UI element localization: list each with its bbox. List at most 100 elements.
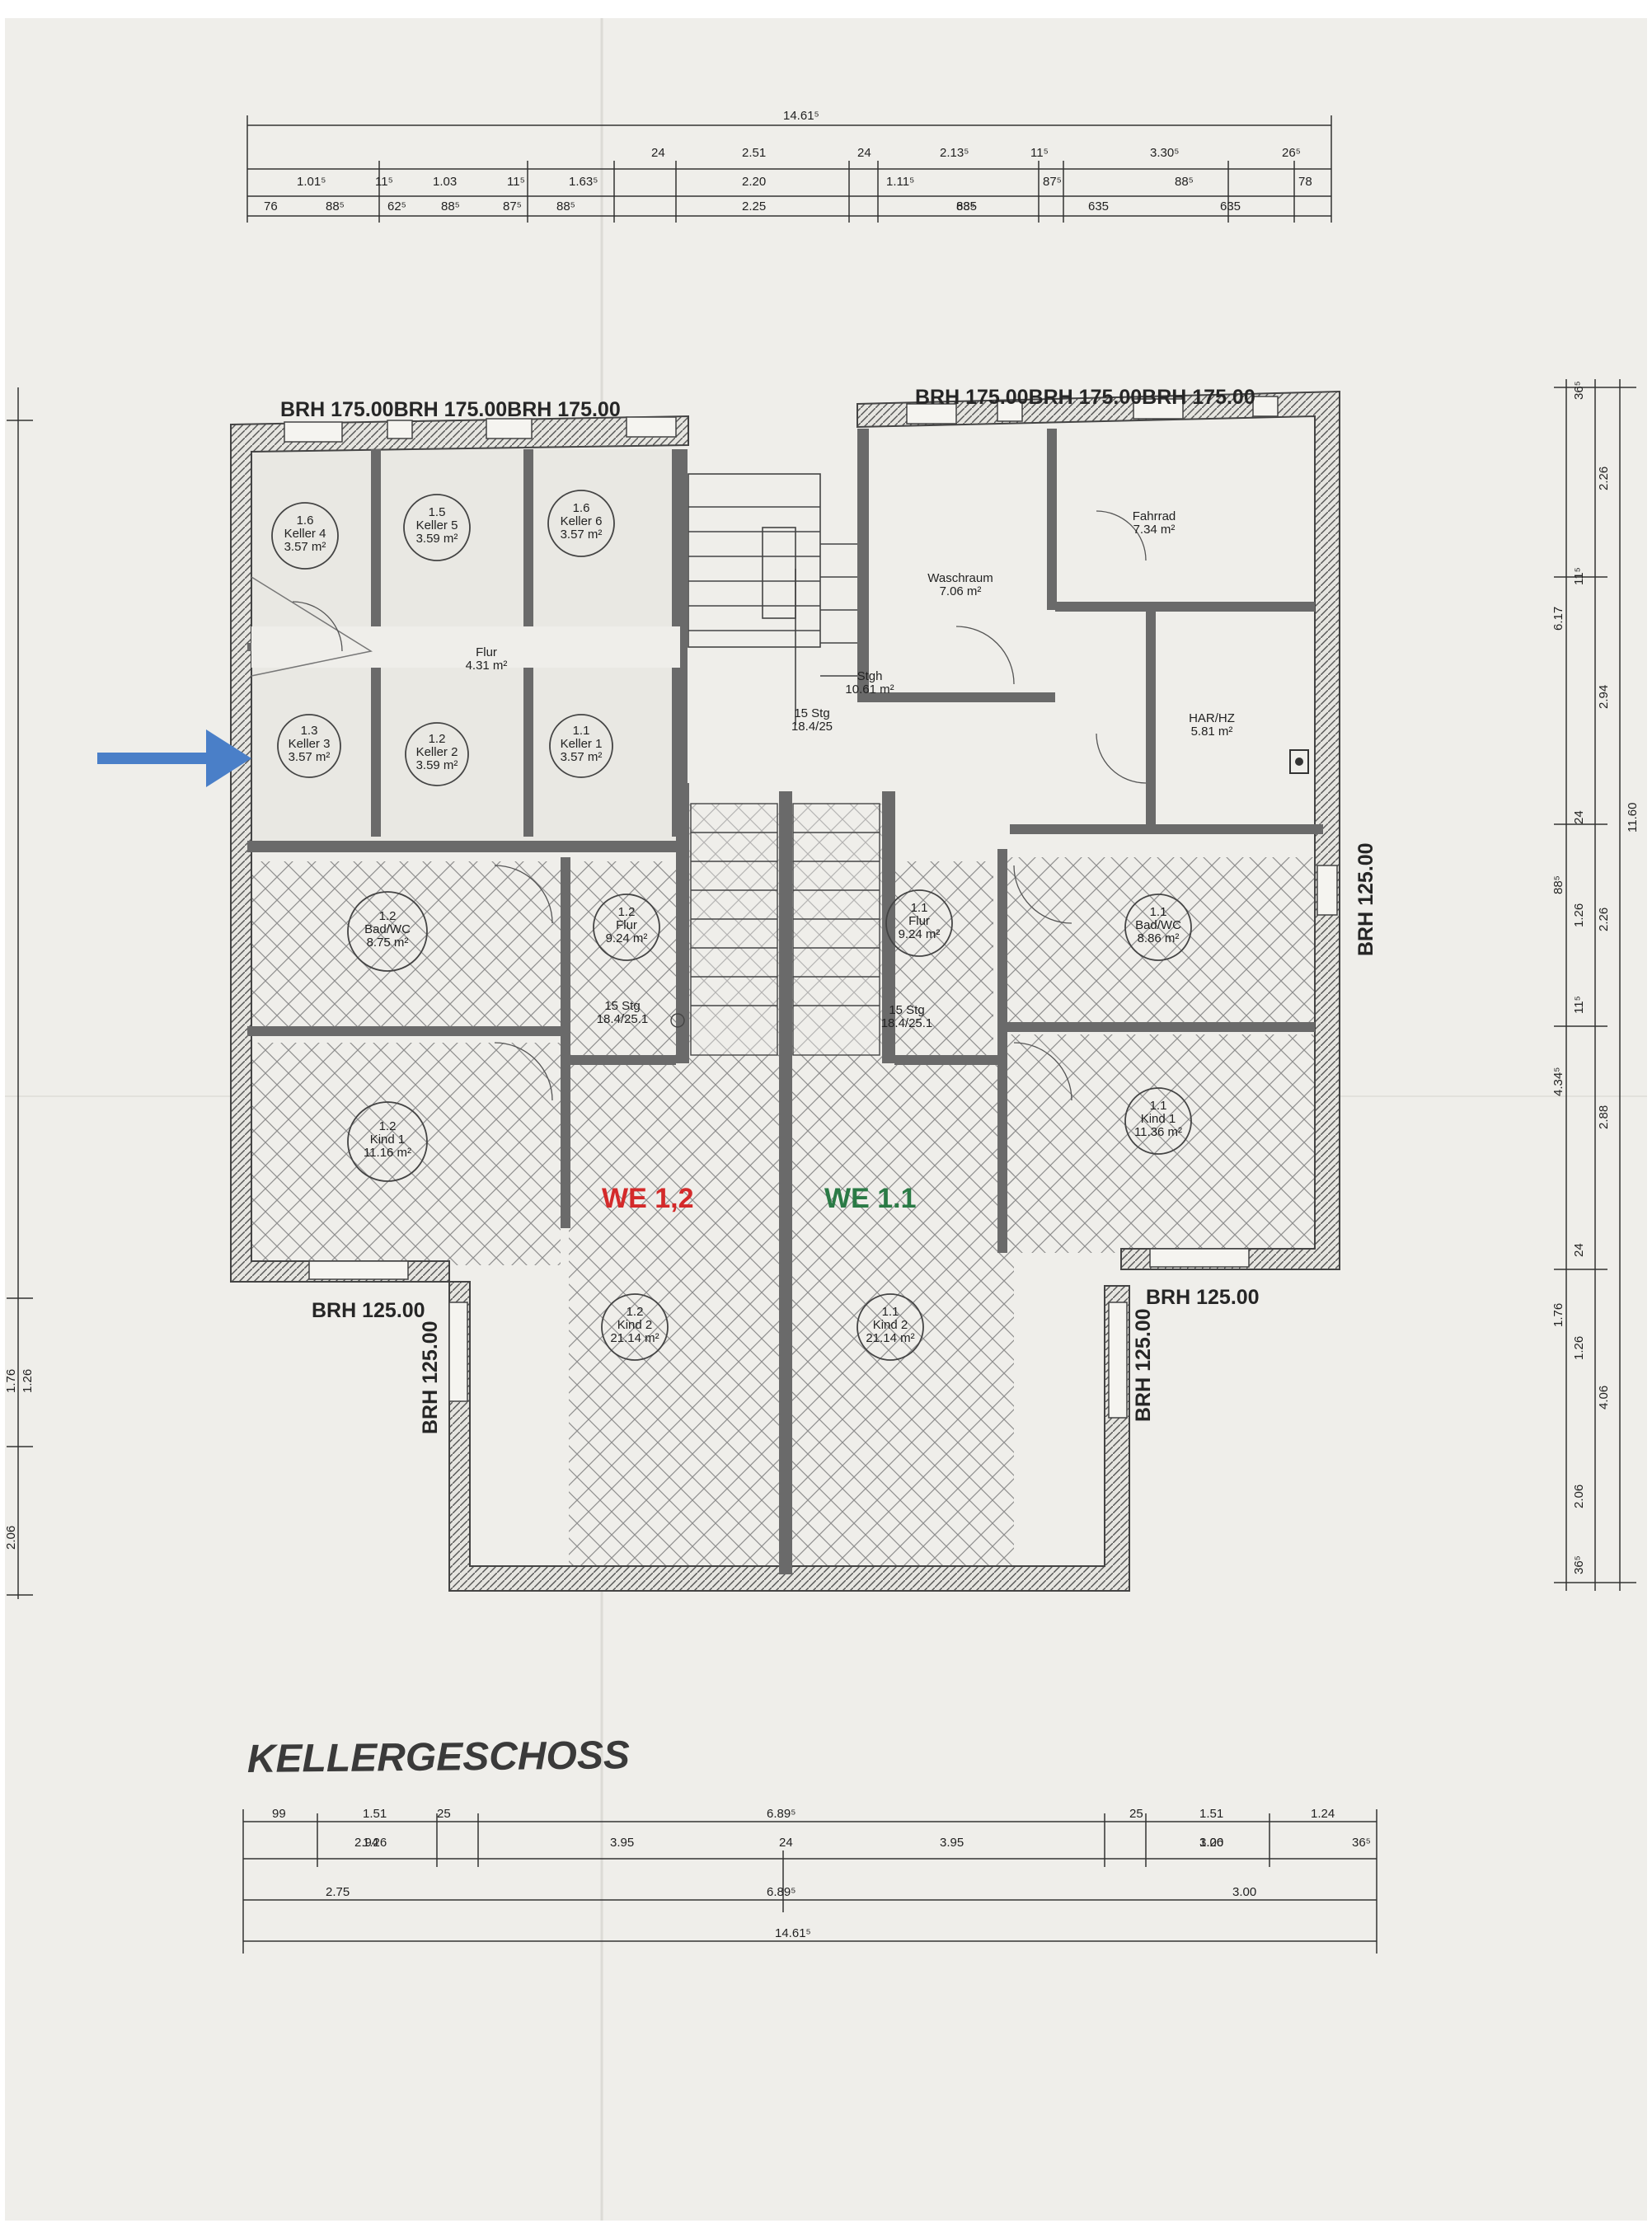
room-id: 1.1 (1150, 905, 1167, 919)
room-area: 3.57 m² (284, 540, 326, 554)
room-tag-circle (271, 502, 339, 570)
room-tag-circle (347, 1101, 428, 1182)
dimension-value: 26⁵ (1282, 146, 1301, 160)
room-tag-circle (547, 490, 615, 557)
dimension-value: 1.26 (363, 1836, 387, 1850)
dimension-value: 24 (857, 146, 871, 160)
room-id: 1.1 (911, 901, 928, 915)
brh-south-left: BRH 125.00 (312, 1299, 425, 1322)
room-id: 1.2 (627, 1305, 644, 1319)
dimension-value: 2.26 (1597, 908, 1611, 931)
dimension-value: 2.20 (742, 175, 766, 189)
room-id: 1.1 (1150, 1099, 1167, 1113)
dimension-value: 1.76 (1551, 1303, 1565, 1327)
room-fill-bad-wc-1-2 (247, 861, 561, 1026)
dimension-value: 62⁵ (387, 199, 406, 213)
dimension-value: 635 (956, 199, 977, 213)
room-tag-circle (1124, 1087, 1192, 1155)
brh-south-right: BRH 125.00 (1146, 1286, 1260, 1309)
room-area: 3.57 m² (561, 750, 603, 764)
dimension-value: 1.24 (1311, 1807, 1335, 1821)
room-id: 1.2 (379, 909, 397, 923)
dimension-value: 76 (264, 199, 278, 213)
dimension-value: 11⁵ (375, 175, 393, 189)
dimension-value: 2.25 (742, 199, 766, 213)
room-area: 3.57 m² (561, 528, 603, 542)
top-dimension-chain (246, 115, 1332, 223)
room-tag-circle (593, 894, 660, 961)
dimension-value: 1.51 (363, 1807, 387, 1821)
dimension-value: 78 (1298, 175, 1312, 189)
room-name: Flur (908, 914, 930, 928)
dimension-value: 2.94 (354, 1836, 378, 1850)
dimension-value: 36⁵ (1352, 1836, 1371, 1850)
dimension-value: 24 (1572, 810, 1586, 824)
dimension-value: 1.26 (1199, 1836, 1223, 1850)
room-area: 3.57 m² (289, 750, 331, 764)
room-fill-kind1-1-1 (1006, 1034, 1315, 1253)
unit-label-we-1-2: WE 1,2 (602, 1183, 693, 1214)
dimension-value: 1.11⁵ (886, 175, 914, 189)
dimension-value: 1.26 (21, 1369, 35, 1393)
room-area: 21.14 m² (610, 1331, 659, 1345)
room: HAR/HZ5.81 m² (1189, 711, 1235, 739)
room-id: 1.3 (301, 724, 318, 738)
room-fill-kind1-1-2 (247, 1043, 561, 1265)
dimension-value: 25 (437, 1807, 451, 1821)
dimension-value: 1.76 (4, 1369, 18, 1393)
room-area: 21.14 m² (866, 1331, 914, 1345)
dimension-value: 4.34⁵ (1551, 1067, 1565, 1096)
room-name: Keller 2 (416, 745, 458, 759)
dimension-value: 1.51 (1199, 1807, 1223, 1821)
room-fill-kind2-1-1 (791, 1055, 1014, 1566)
room-tag-circle (405, 722, 469, 786)
room-name: Kind 2 (873, 1318, 908, 1332)
dimension-value: 36⁵ (1572, 381, 1586, 400)
dimension-value: 88⁵ (441, 199, 460, 213)
dimension-value: 25 (1129, 1807, 1143, 1821)
dimension-value: 1.26 (1572, 1336, 1586, 1360)
room-name: Keller 1 (561, 737, 603, 751)
room-area: 11.16 m² (364, 1146, 411, 1160)
dimension-value: 24 (1572, 1243, 1586, 1257)
room-name: Keller 3 (289, 737, 331, 751)
dimension-value: 88⁵ (1551, 875, 1565, 894)
room-tag-circle (347, 891, 428, 972)
dimension-value: 88⁵ (1175, 175, 1194, 189)
room-area: 7.34 m² (1133, 523, 1176, 537)
dimension-value: 2.94 (1597, 685, 1611, 709)
bottom-total-dimension: 14.61⁵ (775, 1926, 811, 1940)
room-tag-circle (1124, 894, 1192, 961)
room-id: 1.5 (429, 505, 446, 519)
room-area: 3.59 m² (416, 532, 458, 546)
room-name: Bad/WC (1135, 918, 1181, 932)
dimension-value: 24 (779, 1836, 793, 1850)
room-id: 1.6 (297, 514, 314, 528)
dimension-value: 2.26 (1597, 467, 1611, 490)
room-name: Bad/WC (364, 922, 411, 936)
brh-north-left: BRH 175.00BRH 175.00BRH 175.00 (280, 398, 621, 421)
room-id: 1.2 (379, 1119, 397, 1133)
dimension-value: 87⁵ (503, 199, 522, 213)
dimension-value: 87⁵ (1043, 175, 1062, 189)
dimension-value: 6.17 (1551, 607, 1565, 631)
room-tag-circle (277, 714, 341, 778)
dimension-value: 11⁵ (1030, 146, 1049, 160)
brh-east: BRH 125.00 (1354, 842, 1377, 956)
